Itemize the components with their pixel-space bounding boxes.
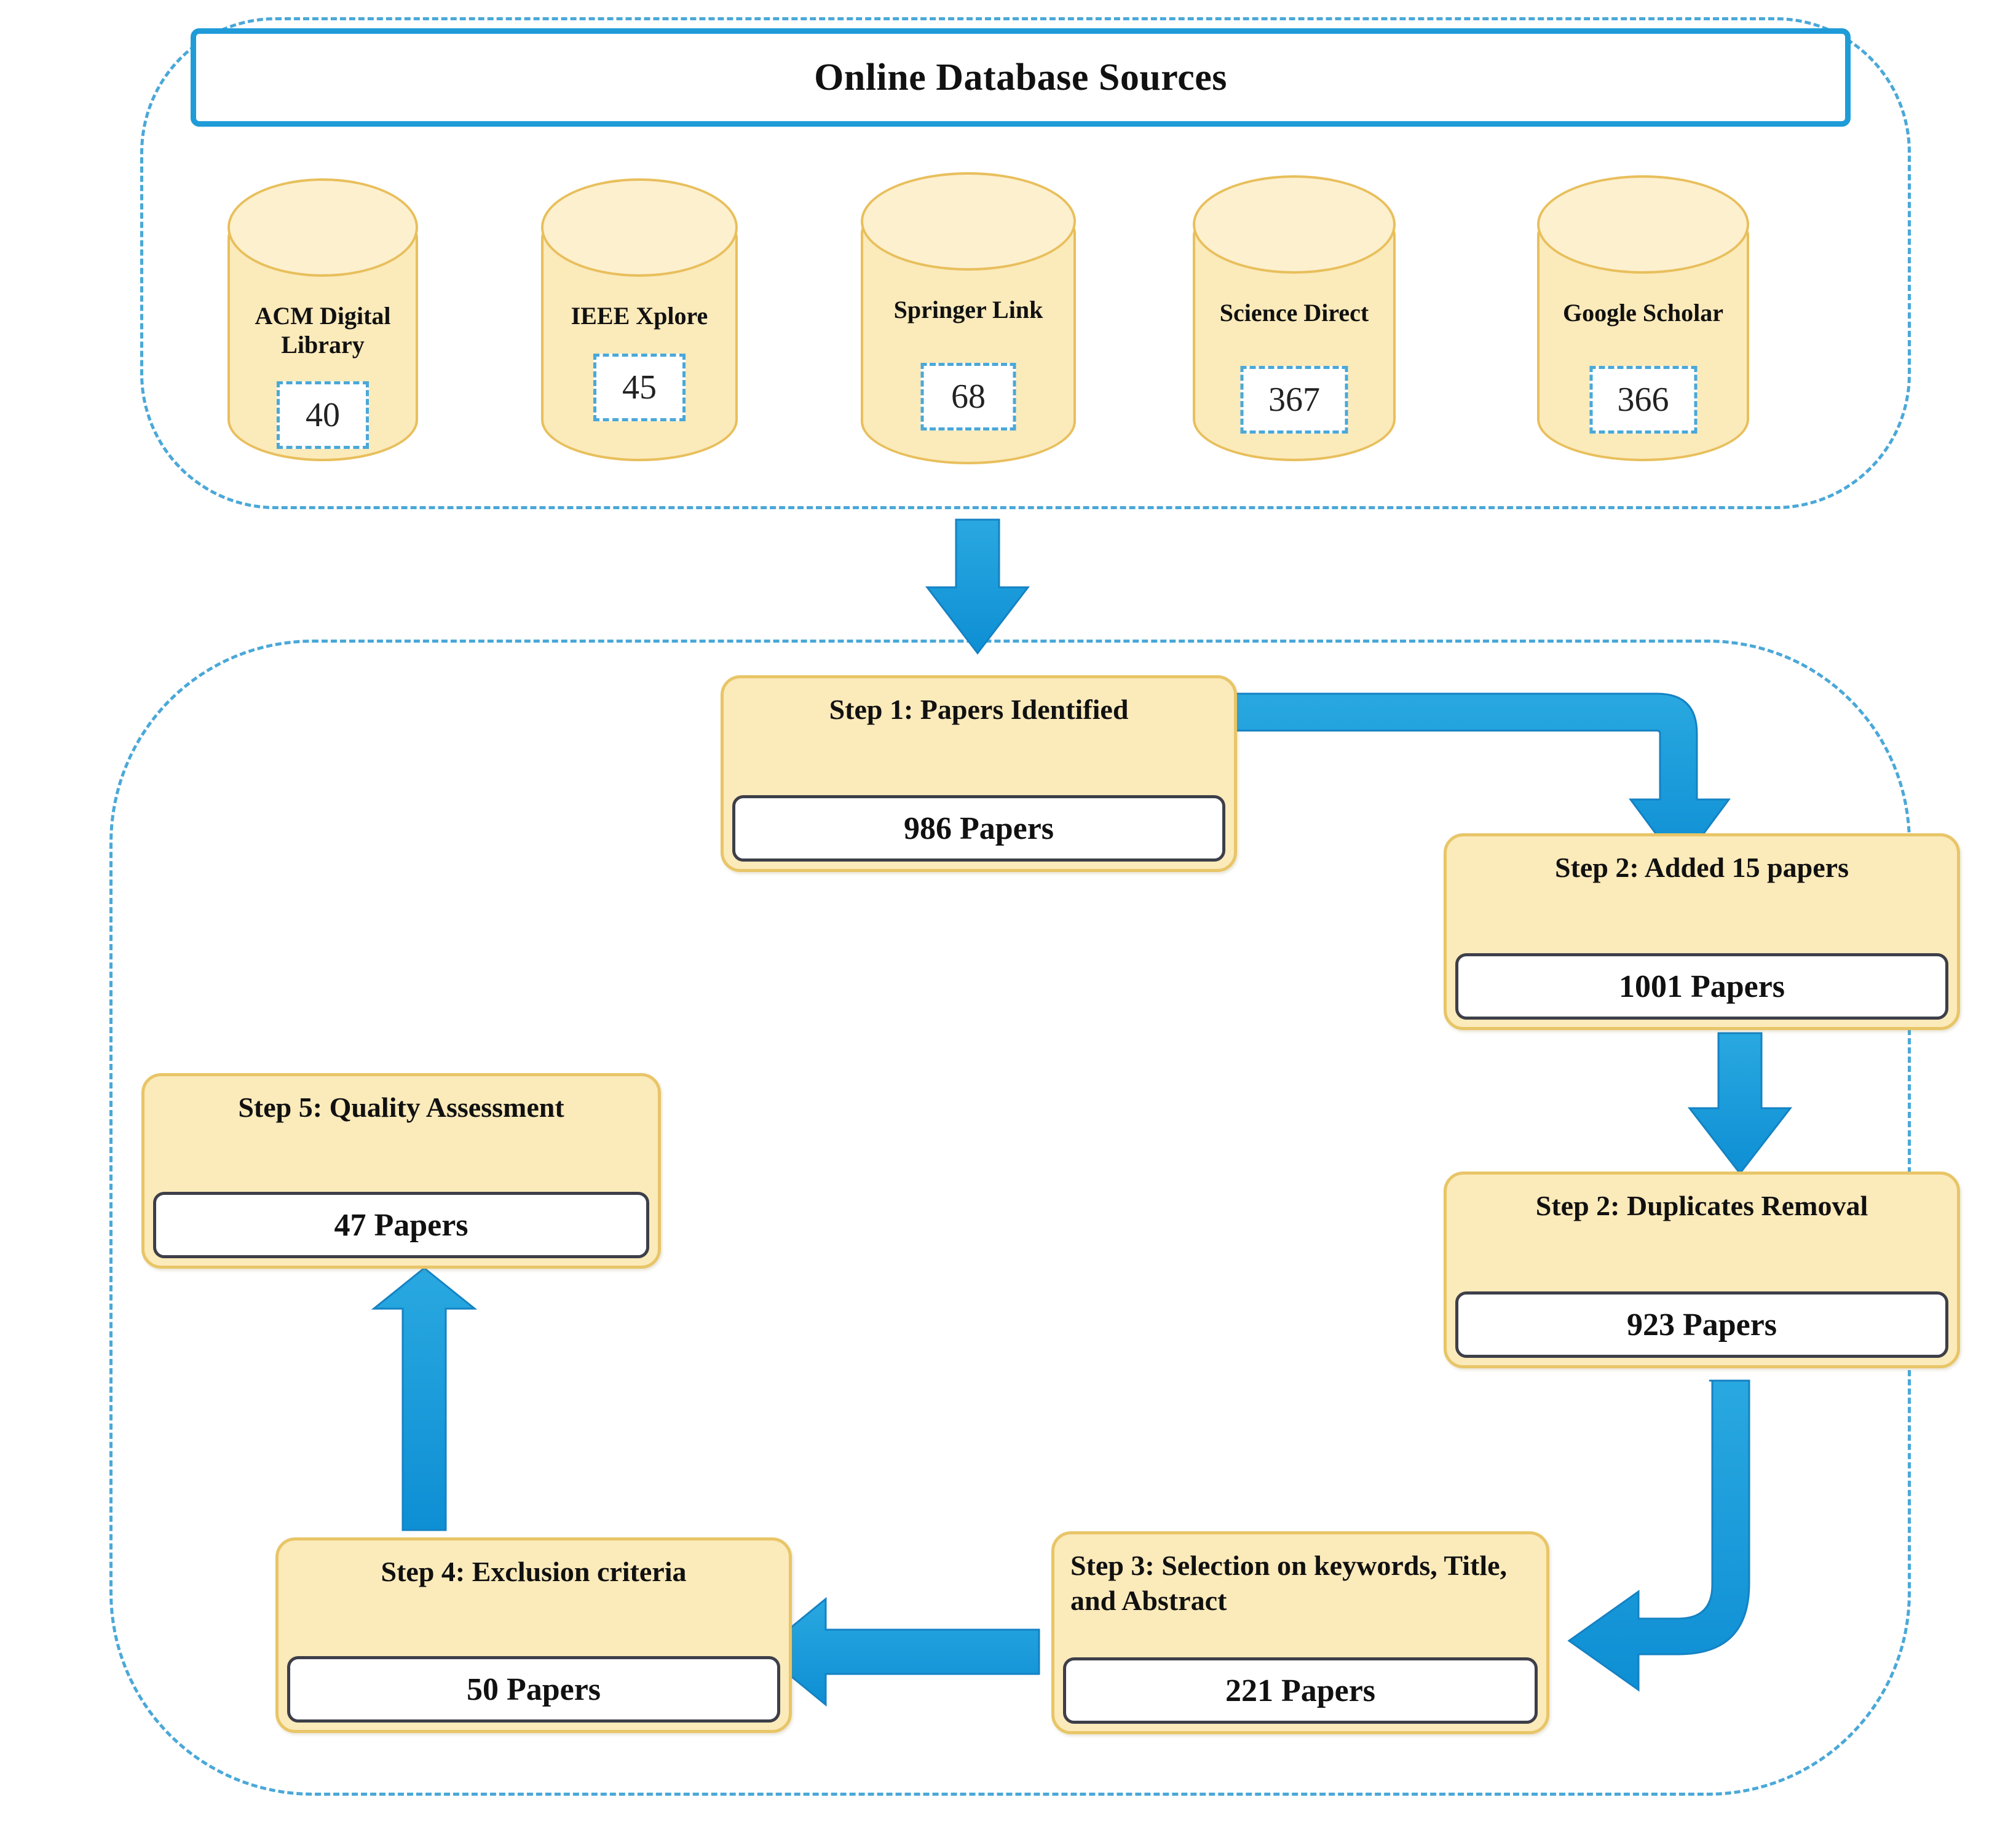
cylinder-top-ellipse (1193, 175, 1396, 274)
step-box-step1[interactable]: Step 1: Papers Identified 986 Papers (721, 675, 1237, 872)
database-label: Google Scholar (1562, 299, 1724, 327)
cylinder-top-ellipse (227, 178, 418, 277)
step-value: 1001 Papers (1455, 953, 1948, 1020)
step-box-step2-duplicates[interactable]: Step 2: Duplicates Removal 923 Papers (1444, 1172, 1960, 1368)
database-count: 366 (1589, 366, 1697, 434)
database-cylinder-ieee: IEEE Xplore 45 (541, 178, 738, 461)
step-title: Step 4: Exclusion criteria (381, 1556, 687, 1587)
database-label: Science Direct (1219, 299, 1369, 327)
step-box-step4[interactable]: Step 4: Exclusion criteria 50 Papers (275, 1537, 792, 1733)
step-value: 221 Papers (1063, 1657, 1538, 1724)
database-count: 45 (593, 354, 686, 421)
database-cylinder-springer: Springer Link 68 (861, 172, 1076, 464)
database-cylinder-sciencedirect: Science Direct 367 (1193, 175, 1396, 461)
step-box-step5[interactable]: Step 5: Quality Assessment 47 Papers (141, 1073, 661, 1269)
database-label: IEEE Xplore (571, 302, 708, 330)
database-cylinder-googlescholar: Google Scholar 366 (1537, 175, 1749, 461)
database-label: ACM Digital Library (255, 302, 391, 359)
step-title: Step 3: Selection on keywords, Title, an… (1070, 1550, 1508, 1617)
diagram-title: Online Database Sources (814, 56, 1227, 98)
step-box-step3[interactable]: Step 3: Selection on keywords, Title, an… (1051, 1531, 1549, 1734)
step-title: Step 2: Added 15 papers (1555, 852, 1849, 883)
database-label: Springer Link (893, 296, 1043, 323)
cylinder-top-ellipse (1537, 175, 1749, 274)
step-value: 50 Papers (287, 1656, 780, 1723)
step-value: 47 Papers (153, 1192, 649, 1258)
database-count: 367 (1240, 366, 1348, 434)
database-count: 68 (920, 363, 1016, 430)
step-box-step2-added[interactable]: Step 2: Added 15 papers 1001 Papers (1444, 833, 1960, 1030)
cylinder-top-ellipse (541, 178, 738, 277)
cylinder-top-ellipse (861, 172, 1076, 271)
step-value: 923 Papers (1455, 1291, 1948, 1358)
step-value: 986 Papers (732, 795, 1225, 862)
diagram-title-box: Online Database Sources (191, 28, 1851, 127)
database-count: 40 (277, 381, 369, 449)
step-title: Step 1: Papers Identified (829, 694, 1129, 725)
arrow-sources-to-step1 (925, 518, 1030, 655)
step-title: Step 5: Quality Assessment (238, 1092, 564, 1123)
sources-region-outline (140, 17, 1911, 509)
database-cylinder-acm: ACM Digital Library 40 (227, 178, 418, 461)
step-title: Step 2: Duplicates Removal (1535, 1190, 1868, 1221)
